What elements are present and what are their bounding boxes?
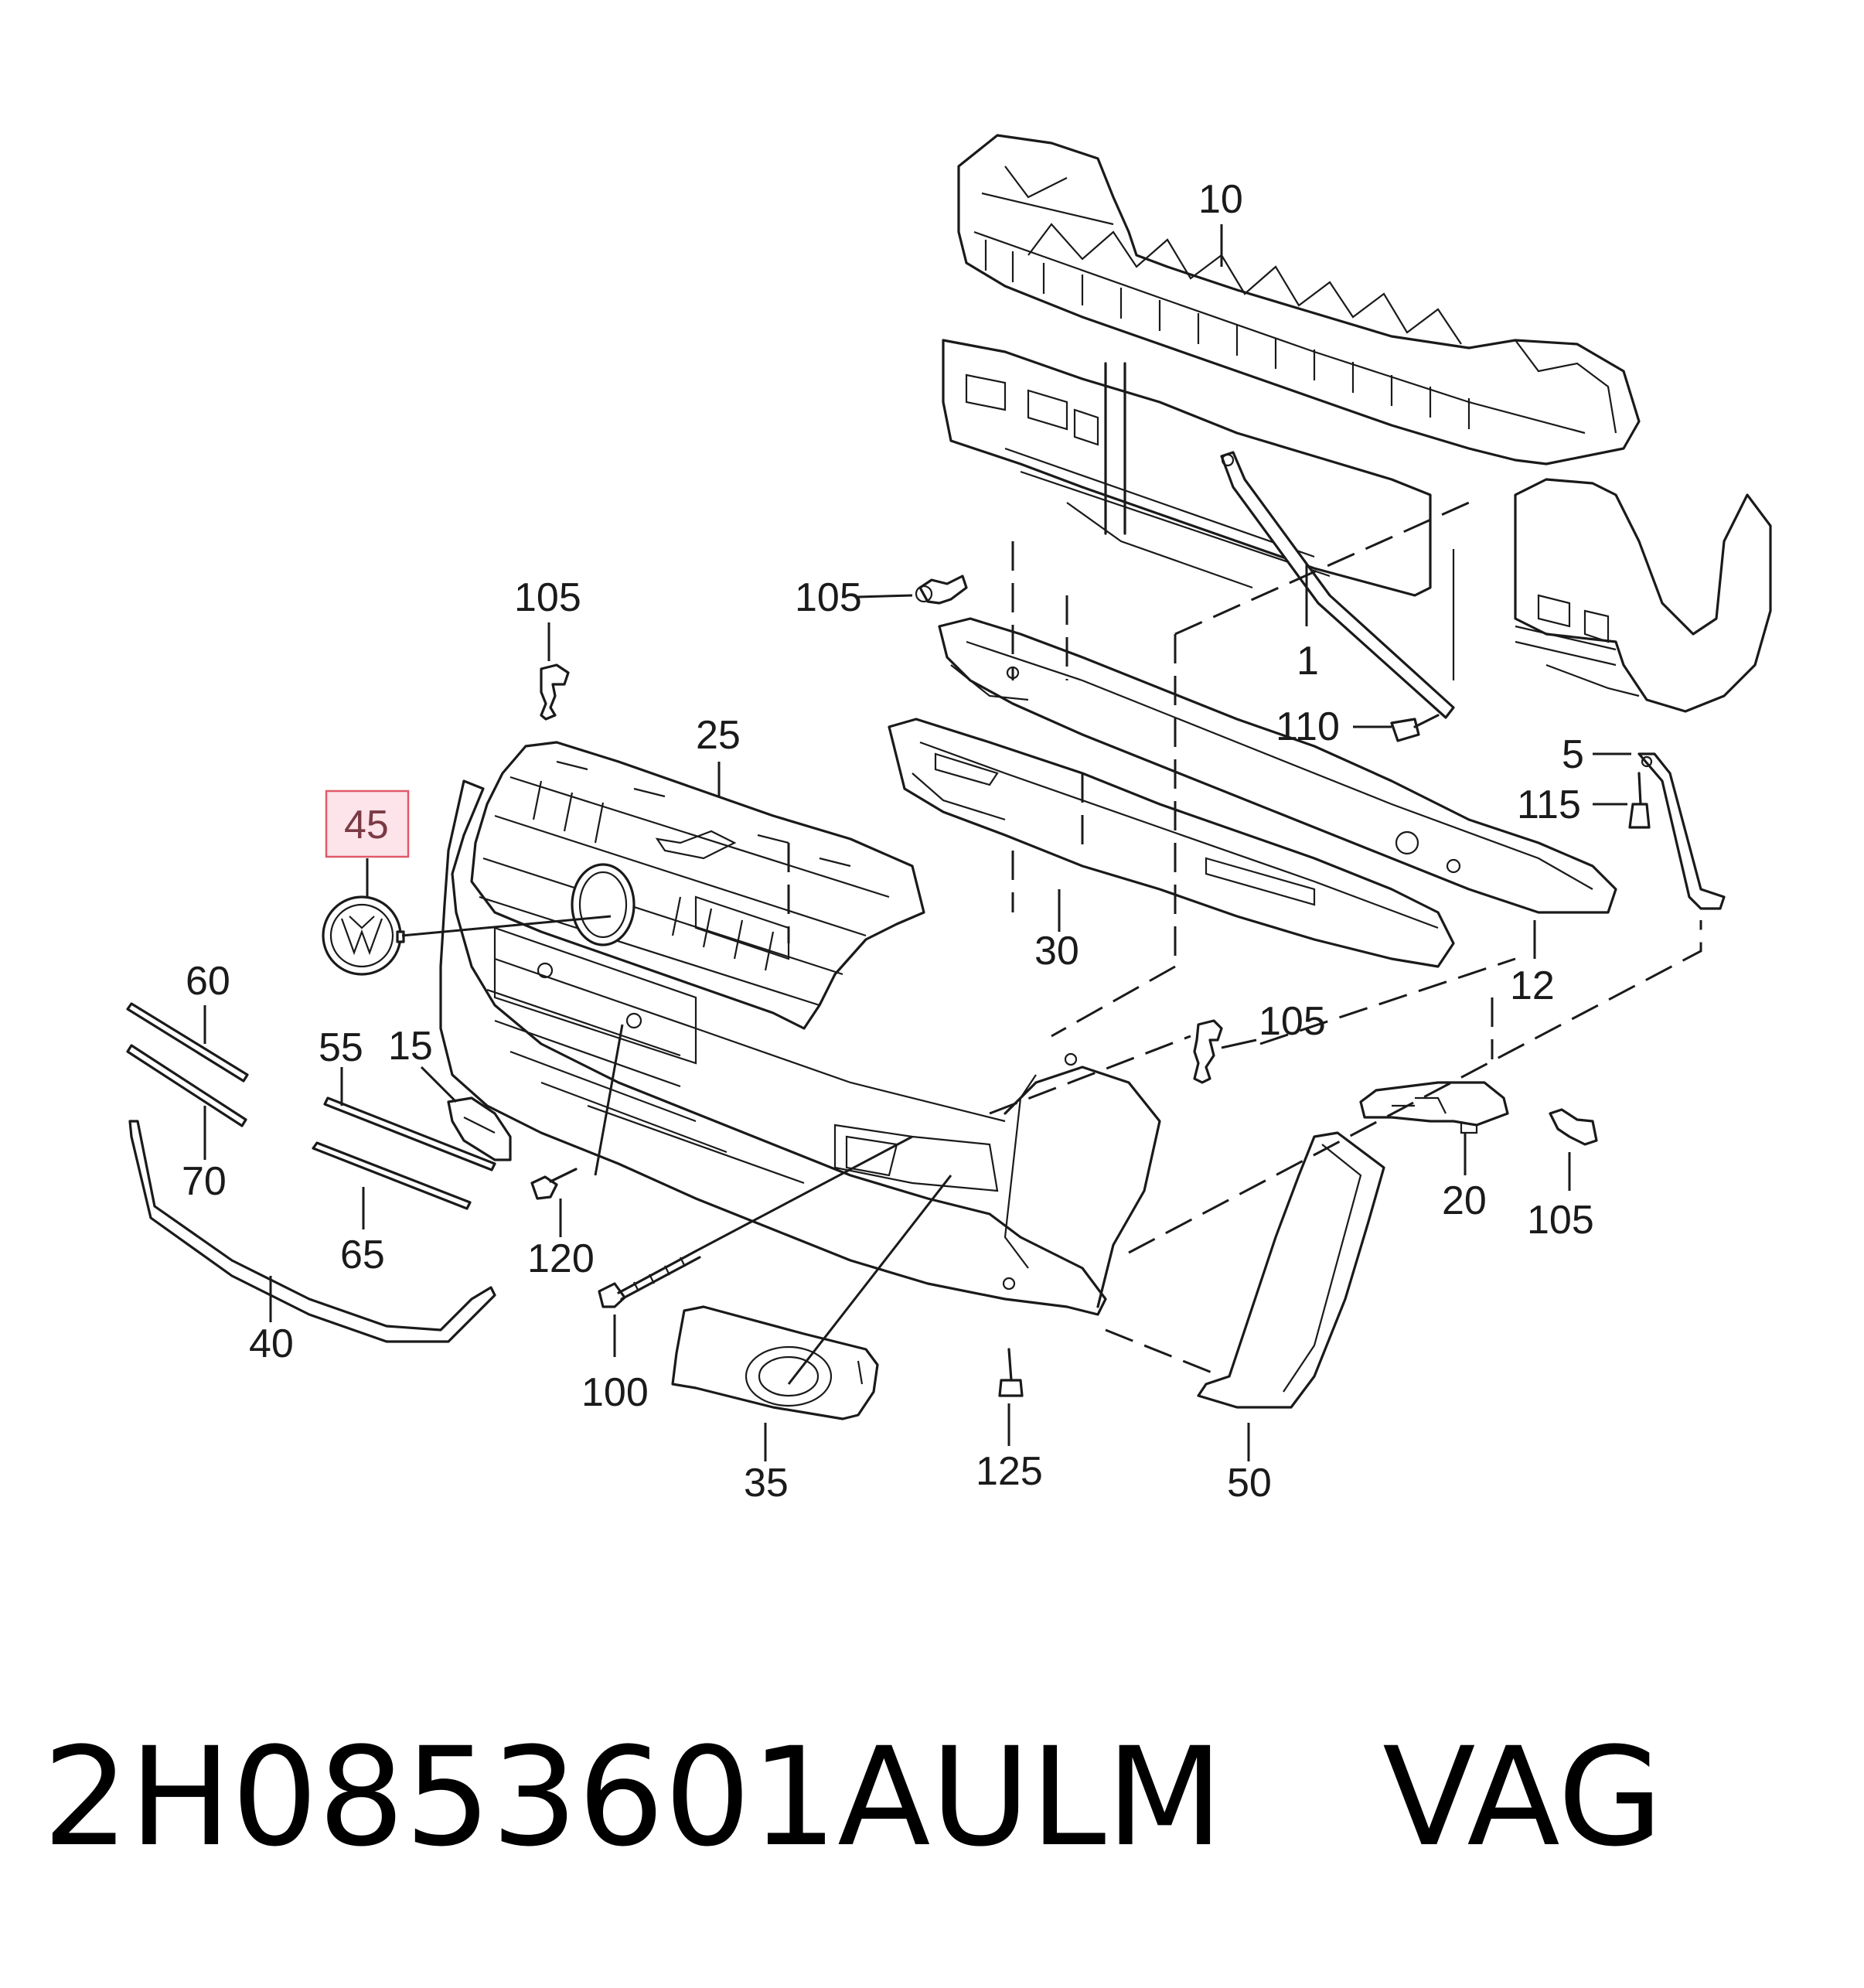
part-40-trim (128, 1120, 496, 1343)
label-120[interactable]: 120 (527, 1236, 595, 1281)
label-105-right-low[interactable]: 105 (1527, 1198, 1594, 1243)
part-12-cross-member (938, 617, 1617, 914)
label-105-upper-mid[interactable]: 105 (795, 575, 862, 620)
part-25-grille (470, 741, 925, 1030)
part-55-trim (323, 1096, 496, 1171)
screw-110 (1390, 714, 1440, 742)
bumper-cover (439, 779, 1161, 1316)
clip-105-right-mid (1193, 1019, 1223, 1084)
label-100[interactable]: 100 (581, 1370, 649, 1415)
screw-125 (998, 1348, 1024, 1397)
label-110[interactable]: 110 (1276, 704, 1340, 749)
label-60[interactable]: 60 (186, 959, 230, 1004)
clip-105-upper-mid (915, 575, 968, 605)
brand-name: VAG (1382, 1718, 1664, 1877)
trim-strips (126, 1002, 496, 1343)
assembly-lines (787, 501, 1702, 1378)
part-5-strut (1637, 752, 1726, 910)
label-105-right-mid[interactable]: 105 (1259, 999, 1326, 1044)
part-labels: 1 5 10 12 15 20 25 30 35 40 45 50 55 60 … (182, 177, 1594, 1505)
part-45-emblem (322, 895, 405, 976)
part-70-trim (126, 1044, 247, 1127)
part-10-impact-absorber (957, 134, 1641, 465)
highlight-box-45 (325, 789, 410, 858)
part-60-trim (126, 1002, 249, 1083)
part-number: 2H0853601AULM (43, 1718, 1224, 1877)
part-50-side-trim (1197, 1131, 1385, 1409)
label-20[interactable]: 20 (1442, 1178, 1487, 1223)
label-25[interactable]: 25 (696, 713, 741, 758)
label-65[interactable]: 65 (340, 1233, 385, 1277)
label-50[interactable]: 50 (1227, 1461, 1272, 1505)
label-12[interactable]: 12 (1510, 963, 1555, 1008)
fasteners (530, 575, 1651, 1397)
label-10[interactable]: 10 (1198, 177, 1243, 222)
part-20-bracket (1359, 1081, 1509, 1134)
label-125[interactable]: 125 (976, 1449, 1043, 1494)
label-55[interactable]: 55 (319, 1025, 363, 1070)
label-5[interactable]: 5 (1562, 732, 1584, 777)
label-15[interactable]: 15 (388, 1024, 433, 1069)
label-1[interactable]: 1 (1297, 639, 1319, 684)
part-number-caption: 2H0853601AULM VAG (43, 1720, 1663, 1875)
clip-105-right-low (1549, 1108, 1598, 1146)
body-front-structure (942, 339, 1772, 713)
label-105-top[interactable]: 105 (514, 575, 581, 620)
clip-105-top (540, 663, 570, 721)
label-115[interactable]: 115 (1517, 783, 1581, 827)
bolt-100 (598, 1250, 701, 1308)
part-65-trim (312, 1141, 472, 1210)
part-1-brace (1220, 451, 1455, 719)
part-15-bracket (447, 1096, 512, 1161)
part-30-energy-absorber (888, 718, 1455, 968)
label-35[interactable]: 35 (744, 1461, 789, 1505)
label-30[interactable]: 30 (1034, 929, 1079, 974)
label-40[interactable]: 40 (249, 1321, 294, 1366)
label-70[interactable]: 70 (182, 1159, 227, 1204)
screw-115 (1628, 772, 1651, 829)
screw-120 (530, 1168, 578, 1200)
label-45[interactable]: 45 (344, 803, 389, 847)
part-35-fog-lamp-cover (671, 1305, 879, 1420)
